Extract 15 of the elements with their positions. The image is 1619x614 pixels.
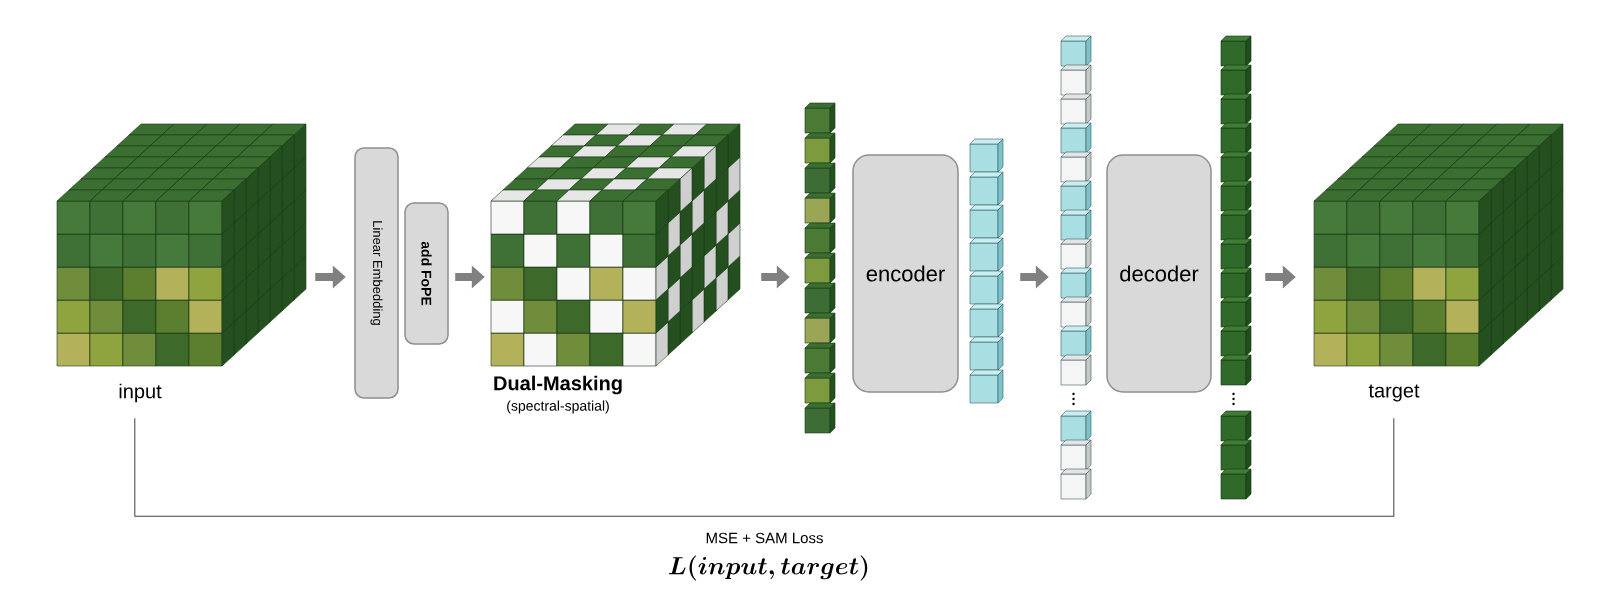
- edge-label: MSE + SAM Loss: [704, 531, 825, 545]
- loss-formula: $\boldsymbol{L(input, target)}$: [669, 555, 868, 581]
- token-column-drawing: [1060, 35, 1092, 500]
- process-box: add FoPE: [404, 202, 449, 345]
- token-column-drawing: [804, 102, 836, 434]
- cube-title: Dual-Masking: [494, 375, 622, 395]
- process-box: decoder: [1106, 154, 1212, 393]
- cube-label: input: [119, 383, 162, 403]
- process-box: Linear Embedding: [354, 147, 399, 399]
- token-column-drawing: [969, 138, 1004, 404]
- process-box: encoder: [852, 154, 959, 393]
- cube-label: target: [1368, 384, 1420, 402]
- loss-connector: [134, 417, 1395, 517]
- cube-subtitle: (spectral-spatial): [507, 400, 609, 414]
- token-column-drawing: [1220, 35, 1252, 500]
